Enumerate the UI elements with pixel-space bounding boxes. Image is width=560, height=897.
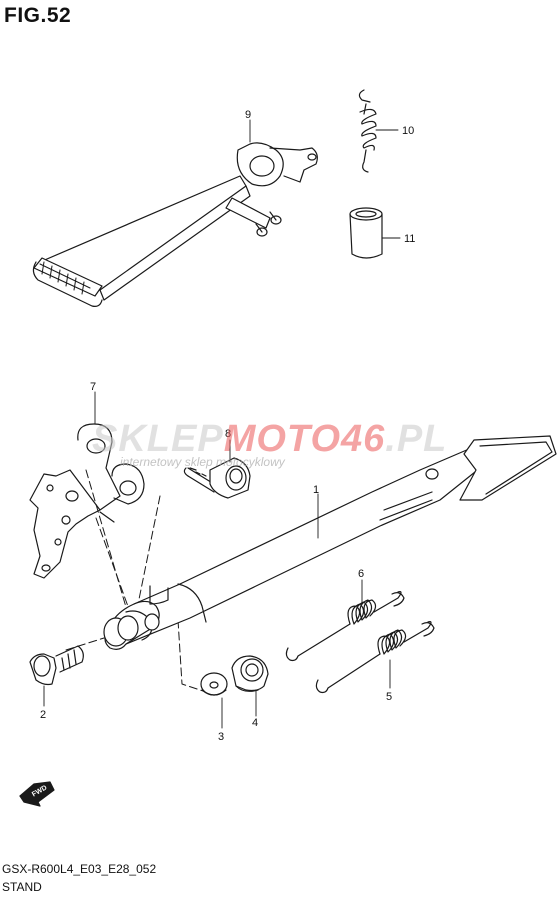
figure-title: FIG.52 [4,4,72,27]
figure-name: STAND [2,880,42,894]
pivot-bolt-part-2 [29,645,84,686]
callout-9: 9 [245,109,251,121]
nut-part-4 [231,655,269,692]
watermark-brand: SKLEPMOTO46.PL [92,418,447,461]
bracket-part-7 [29,423,145,579]
callout-leaders [43,119,401,729]
callout-5: 5 [386,691,392,703]
watermark-brand-red: MOTO46 [223,418,386,460]
bolt-part-8 [183,457,251,499]
callout-7: 7 [90,381,96,393]
callout-10: 10 [402,125,414,137]
forward-arrow-icon: FWD [19,781,55,807]
callout-2: 2 [40,709,46,721]
callout-11: 11 [404,233,415,245]
callout-8: 8 [225,428,231,440]
spring-part-5 [315,621,435,694]
callout-6: 6 [358,568,364,580]
callout-3: 3 [218,731,224,743]
spring-part-10 [358,89,377,173]
watermark-brand-tld: .PL [385,418,448,460]
side-stand-part-1 [103,435,557,650]
bushing-part-11 [349,207,383,259]
figure-code: GSX-R600L4_E03_E28_052 [2,862,157,876]
spring-part-6 [285,591,405,662]
shift-lever-part-9 [32,142,318,307]
callout-4: 4 [252,717,258,729]
washer-part-3 [200,672,228,696]
callout-1: 1 [313,484,319,496]
watermark-brand-grey: SKLEP [92,418,224,460]
watermark-subtitle: internetowy sklep motocyklowy [120,455,285,469]
